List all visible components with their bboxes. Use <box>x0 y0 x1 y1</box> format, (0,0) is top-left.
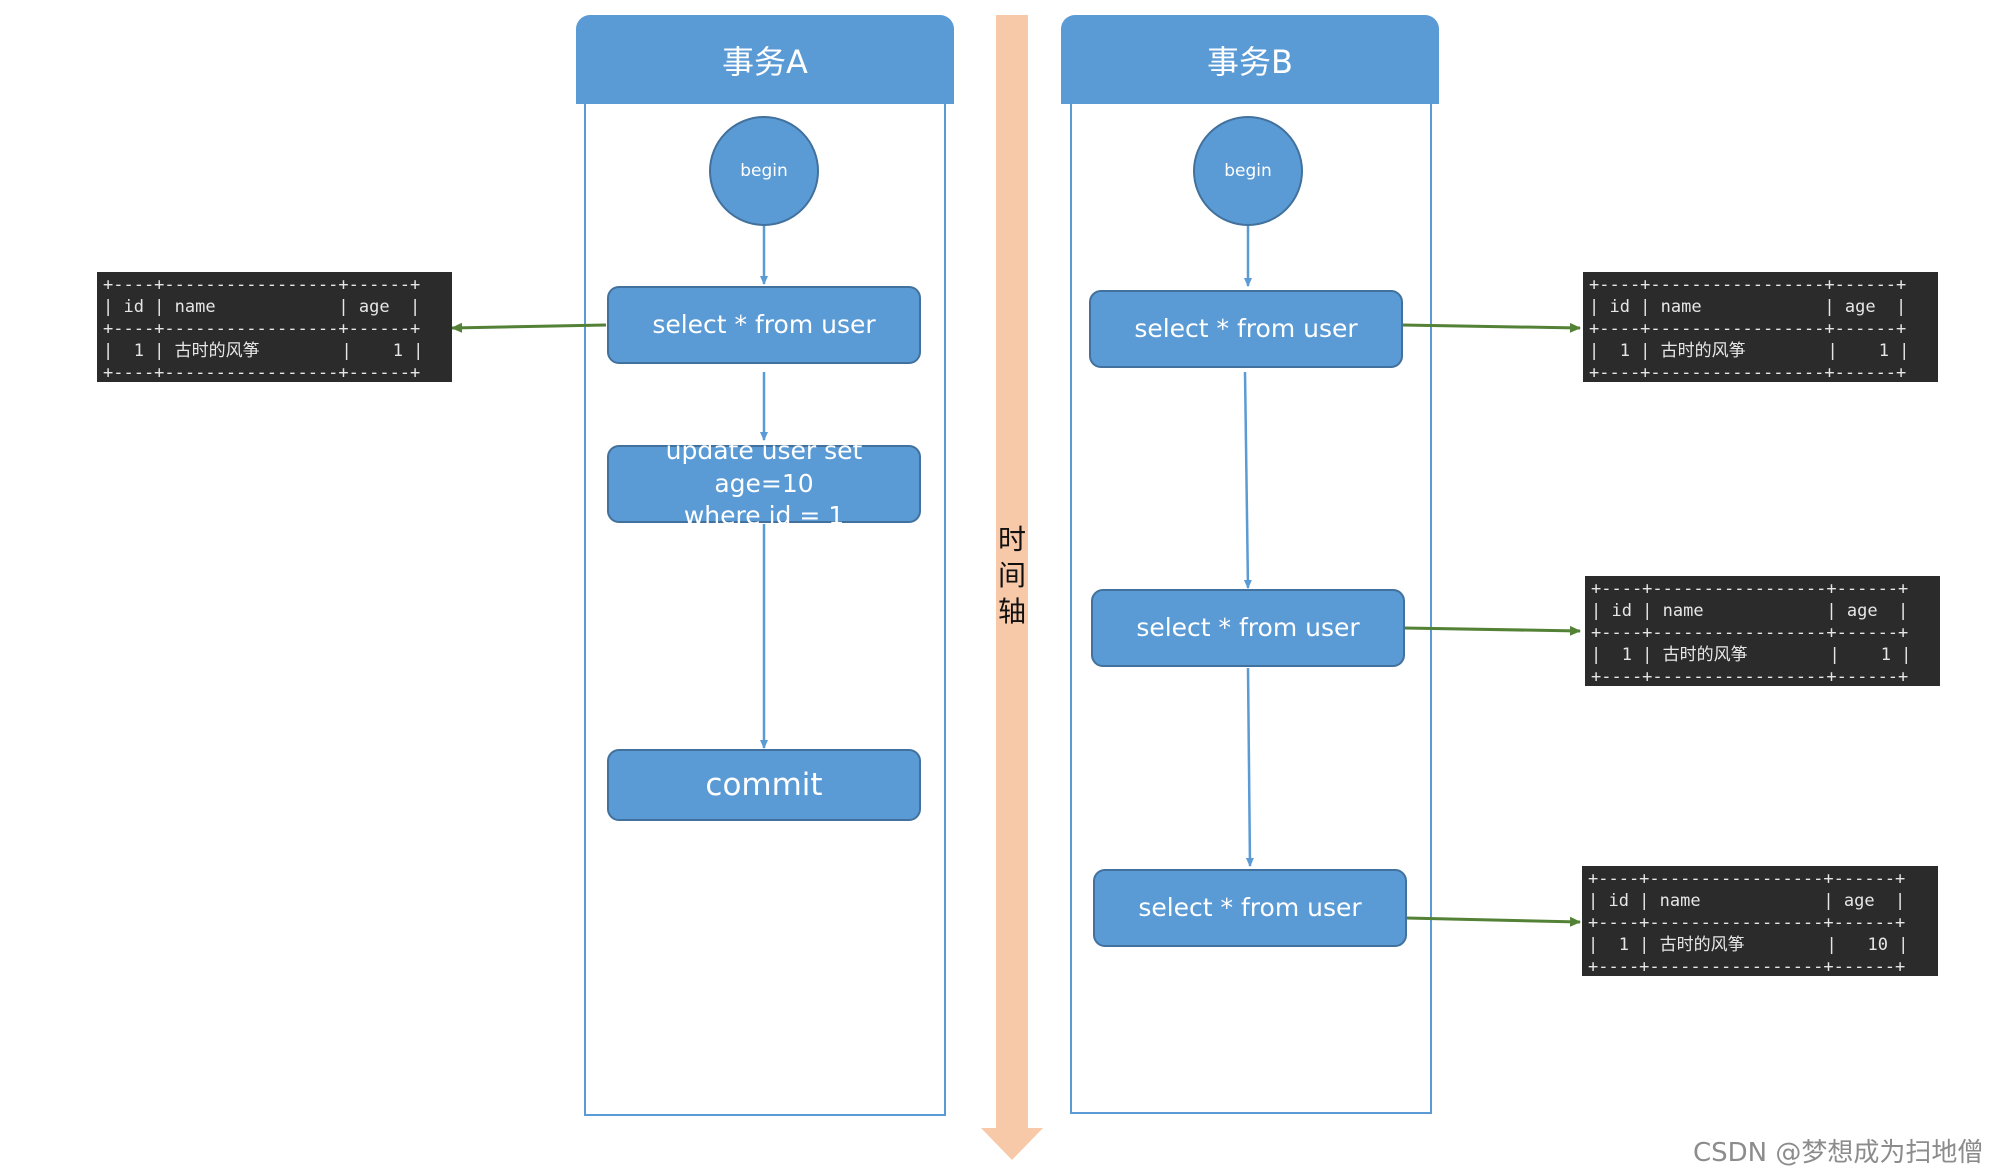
time-axis-label: 时 间 轴 <box>994 522 1030 629</box>
time-axis-char: 时 <box>997 523 1026 556</box>
time-axis-char: 轴 <box>997 594 1026 628</box>
table-border: +----+-----------------+------+ <box>1589 363 1907 383</box>
time-axis-char: 间 <box>997 558 1026 592</box>
transaction-b-select-step-2: select * from user <box>1091 589 1405 667</box>
step-label: select * from user <box>652 309 876 339</box>
b-flow-arrow <box>1245 667 1254 867</box>
a-result-arrow <box>451 322 607 333</box>
table-border: +----+-----------------+------+ <box>1591 667 1909 687</box>
watermark: CSDN @梦想成为扫地僧 <box>1693 1138 1984 1168</box>
table-data-row: | 1 | 古时的风筝 | 10 | <box>1588 935 1909 955</box>
table-border: +----+-----------------+------+ <box>1589 319 1907 339</box>
transaction-b-select-step-3: select * from user <box>1093 869 1407 947</box>
result-table-b-3: +----+-----------------+------+ | id | n… <box>1582 866 1938 977</box>
table-data-row: | 1 | 古时的风筝 | 1 | <box>1591 645 1912 665</box>
result-table-b-2: +----+-----------------+------+ | id | n… <box>1585 576 1940 687</box>
table-border: +----+-----------------+------+ <box>1588 957 1906 977</box>
table-data-row: | 1 | 古时的风筝 | 1 | <box>103 341 424 361</box>
begin-label: begin <box>740 161 788 181</box>
begin-label: begin <box>1224 161 1272 181</box>
b-result-arrow-2 <box>1403 625 1581 636</box>
table-border: +----+-----------------+------+ <box>1588 913 1906 933</box>
step-label-line-2: where id = 1 <box>683 501 845 531</box>
transaction-a-header: 事务A <box>576 15 954 104</box>
table-border: +----+-----------------+------+ <box>103 275 421 295</box>
transaction-a-title: 事务A <box>722 42 808 81</box>
result-table-b-1: +----+-----------------+------+ | id | n… <box>1583 272 1938 383</box>
transaction-b-select-step-1: select * from user <box>1089 290 1403 368</box>
b-result-arrow-1 <box>1401 322 1581 333</box>
time-axis-shape <box>981 15 1043 1160</box>
transaction-a-update-step: update user set age=10 where id = 1 <box>607 436 921 530</box>
step-label: select * from user <box>1138 892 1362 922</box>
table-border: +----+-----------------+------+ <box>1589 275 1907 295</box>
table-border: +----+-----------------+------+ <box>1591 623 1909 643</box>
step-label: select * from user <box>1136 612 1360 642</box>
table-border: +----+-----------------+------+ <box>103 363 421 383</box>
transaction-b-header: 事务B <box>1061 15 1439 104</box>
transaction-a-begin-node: begin <box>709 116 819 226</box>
b-result-arrow-3 <box>1405 916 1581 927</box>
transaction-a-select-step: select * from user <box>607 286 921 364</box>
table-header-row: | id | name | age | <box>1589 297 1907 317</box>
table-header-row: | id | name | age | <box>1591 601 1909 621</box>
step-label-line-1: update user set age=10 <box>665 436 863 498</box>
transaction-b-title: 事务B <box>1207 42 1293 81</box>
table-header-row: | id | name | age | <box>103 297 421 317</box>
table-header-row: | id | name | age | <box>1588 891 1906 911</box>
table-data-row: | 1 | 古时的风筝 | 1 | <box>1589 341 1910 361</box>
transaction-b-begin-node: begin <box>1193 116 1303 226</box>
transaction-a-commit-step: commit <box>607 749 921 821</box>
b-flow-arrow <box>1243 371 1252 589</box>
table-border: +----+-----------------+------+ <box>1591 579 1909 599</box>
table-border: +----+-----------------+------+ <box>1588 869 1906 889</box>
step-label: commit <box>705 766 823 803</box>
table-border: +----+-----------------+------+ <box>103 319 421 339</box>
step-label: select * from user <box>1134 313 1358 343</box>
result-table-a: +----+-----------------+------+ | id | n… <box>97 272 452 383</box>
